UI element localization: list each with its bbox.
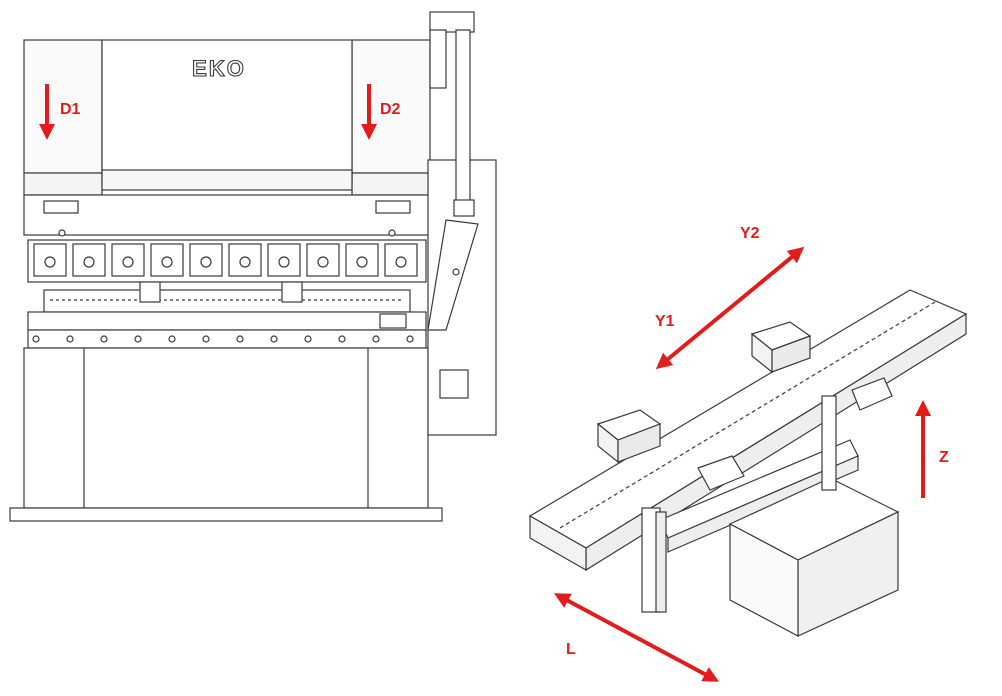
clamp-block [267, 243, 301, 277]
bolt [372, 335, 380, 343]
logo-text: EKO [192, 56, 246, 81]
double-arrow-icon [655, 246, 805, 370]
backgauge-assembly [528, 289, 968, 637]
clamp-block [228, 243, 262, 277]
axis-arrows [39, 84, 931, 682]
bolt [168, 335, 176, 343]
press-brake: EKO [9, 11, 497, 522]
bolt [338, 335, 346, 343]
bolt [270, 335, 278, 343]
axis-label-l: L [566, 641, 576, 658]
bolt [134, 335, 142, 343]
control-arm [429, 11, 475, 217]
lower-beam-top [27, 311, 427, 331]
bolt [202, 335, 210, 343]
clamp-block [111, 243, 145, 277]
axis-label-z: Z [939, 449, 949, 466]
bolt [304, 335, 312, 343]
clamp-block [306, 243, 340, 277]
backgauge-rail [43, 289, 411, 313]
finger-stop-right [851, 377, 893, 411]
base-plate [9, 507, 443, 522]
left-cylinder-housing [23, 39, 103, 174]
clamp-block [189, 243, 223, 277]
axis-label-y1: Y1 [655, 313, 675, 330]
clamp-block [384, 243, 418, 277]
support-leg-right [821, 395, 837, 491]
axis-label-y2: Y2 [740, 225, 760, 242]
ram-plate [23, 194, 431, 236]
right-cylinder-housing [351, 39, 431, 174]
clamp-block [72, 243, 106, 277]
axis-label-d1: D1 [60, 101, 81, 118]
clamp-block [345, 243, 379, 277]
lower-frame [23, 347, 429, 509]
brand-logo: EKO [188, 55, 250, 82]
double-arrow-icon [553, 593, 720, 682]
tool-clamps [27, 239, 427, 283]
bolt [406, 335, 414, 343]
bolt [100, 335, 108, 343]
axis-label-d2: D2 [380, 101, 401, 118]
finger-stop-left [697, 455, 745, 491]
bolt [32, 335, 40, 343]
bolt [66, 335, 74, 343]
clamp-block [150, 243, 184, 277]
control-pendant [427, 219, 479, 331]
bolt [236, 335, 244, 343]
clamp-block [33, 243, 67, 277]
